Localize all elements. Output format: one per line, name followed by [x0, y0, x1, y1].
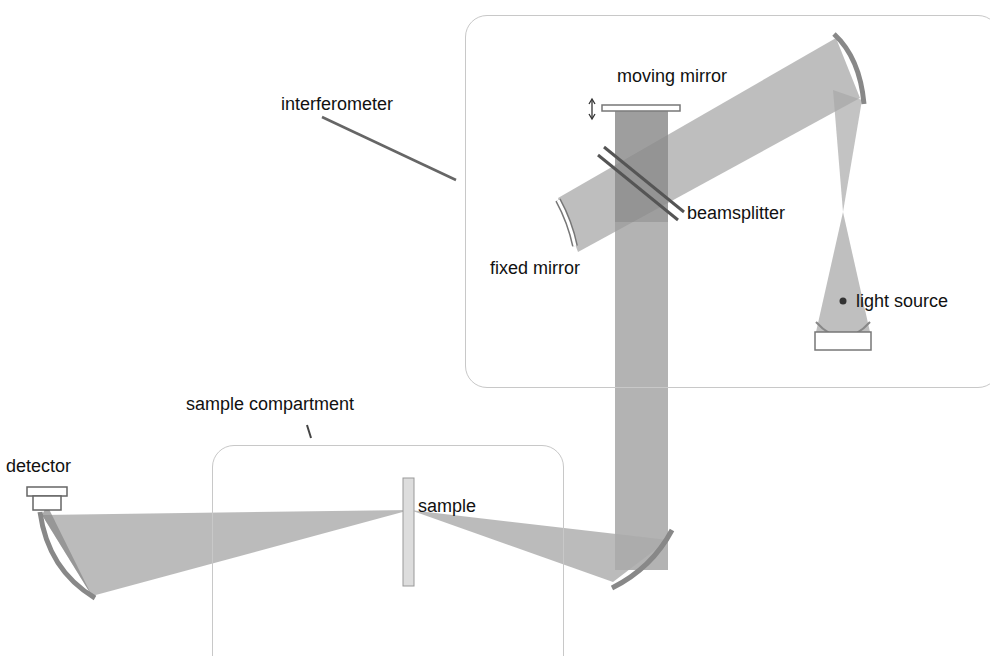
region-box: interferometer — [465, 15, 990, 388]
region-box: sample compartment — [212, 445, 564, 656]
motion-arrow — [589, 99, 595, 119]
part-label: sample — [418, 496, 476, 517]
curved-mirror — [834, 34, 864, 104]
sample-slide — [403, 478, 414, 586]
light-beam — [816, 212, 870, 332]
detector-body — [27, 487, 67, 496]
light-source-dot — [840, 298, 847, 305]
light-beam — [558, 38, 860, 252]
light-beam — [410, 510, 668, 582]
part-label: beamsplitter — [687, 203, 785, 224]
light-beam — [42, 510, 410, 596]
leader-line — [322, 117, 456, 180]
fixed-mirror — [558, 200, 575, 246]
curved-mirror — [612, 530, 672, 588]
source-housing — [815, 332, 871, 350]
beamsplitter-plate — [598, 147, 684, 220]
part-label: detector — [6, 456, 71, 477]
detector-body — [33, 496, 61, 510]
region-heading: sample compartment — [186, 394, 354, 415]
part-label: fixed mirror — [490, 258, 580, 279]
moving-mirror — [602, 105, 680, 111]
fixed-mirror — [558, 200, 575, 246]
part-label: light source — [856, 291, 948, 312]
leader-line — [307, 425, 311, 438]
part-label: moving mirror — [617, 66, 727, 87]
curved-mirror — [40, 512, 95, 598]
region-heading: interferometer — [281, 94, 393, 115]
